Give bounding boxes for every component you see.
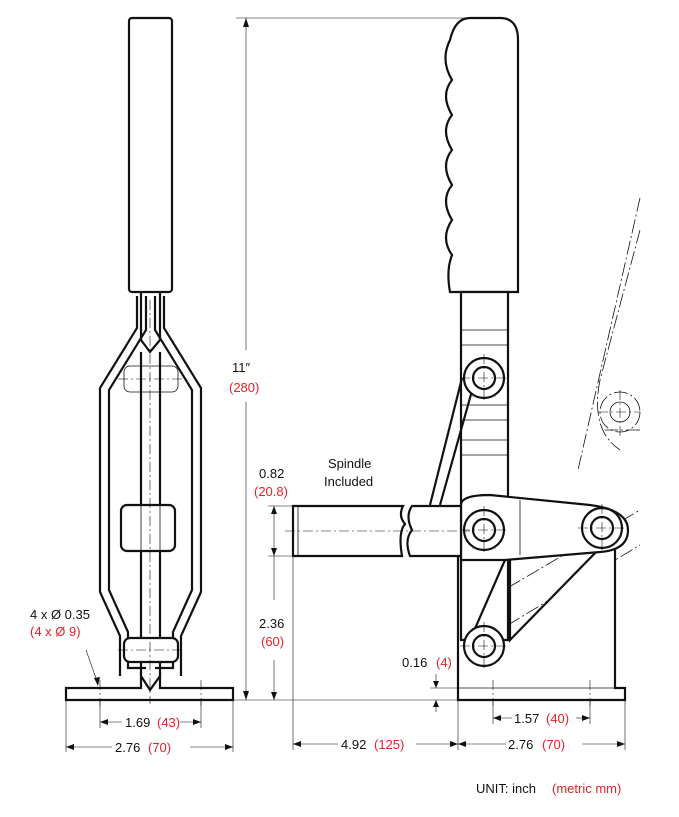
pivot-middle bbox=[460, 506, 508, 554]
side-hole-spacing-metric: (43) bbox=[157, 715, 180, 730]
spindle-height-metric: (60) bbox=[261, 634, 284, 649]
height-inch: 11″ bbox=[232, 360, 250, 375]
pivot-bottom bbox=[460, 622, 508, 670]
pivot-spindle-arm bbox=[578, 504, 626, 552]
spindle-dia-metric: (20.8) bbox=[254, 484, 288, 499]
unit-prefix: UNIT: inch bbox=[476, 781, 536, 796]
front-hole-spacing-metric: (40) bbox=[546, 711, 569, 726]
height-metric: (280) bbox=[229, 380, 259, 395]
side-view bbox=[64, 16, 235, 706]
side-spindle-block bbox=[119, 503, 177, 553]
pivot-top bbox=[460, 354, 508, 402]
unit-metric: (metric mm) bbox=[552, 781, 621, 796]
front-handle-grip bbox=[444, 16, 520, 294]
front-hole-spacing-inch: 1.57 bbox=[514, 711, 539, 726]
holes-callout-inch: 4 x Ø 0.35 bbox=[30, 607, 90, 622]
front-base-width-inch: 2.76 bbox=[508, 737, 533, 752]
base-thickness-metric: (4) bbox=[436, 655, 452, 670]
front-handle-arm bbox=[459, 290, 510, 642]
spindle-label-line2: Included bbox=[324, 474, 373, 489]
spindle-label-line1: Spindle bbox=[328, 456, 371, 471]
side-dimensions: 1.69 (43) 2.76 (70) 4 x Ø 0.35 (4 x Ø 9) bbox=[30, 607, 234, 755]
front-spindle-arm bbox=[459, 493, 630, 562]
open-position-phantom bbox=[577, 197, 641, 471]
side-handle-grip bbox=[127, 16, 174, 294]
front-dimensions: Spindle Included 0.82 (20.8) 2.36 (60) 0… bbox=[233, 456, 626, 752]
side-hole-spacing-inch: 1.69 bbox=[125, 715, 150, 730]
base-thickness-inch: 0.16 bbox=[402, 655, 427, 670]
unit-note: UNIT: inch (metric mm) bbox=[476, 781, 621, 796]
height-dimension: 11″ (280) bbox=[229, 17, 480, 700]
front-base-width-metric: (70) bbox=[542, 737, 565, 752]
side-link-strap-right bbox=[153, 296, 194, 670]
spindle-dia-inch: 0.82 bbox=[259, 466, 284, 481]
side-base-width-metric: (70) bbox=[148, 740, 171, 755]
spindle-height-inch: 2.36 bbox=[259, 616, 284, 631]
side-base-width-inch: 2.76 bbox=[115, 740, 140, 755]
side-base bbox=[64, 672, 235, 702]
reach-inch: 4.92 bbox=[341, 737, 366, 752]
front-view bbox=[285, 16, 641, 706]
holes-callout-metric: (4 x Ø 9) bbox=[30, 624, 81, 639]
reach-metric: (125) bbox=[374, 737, 404, 752]
